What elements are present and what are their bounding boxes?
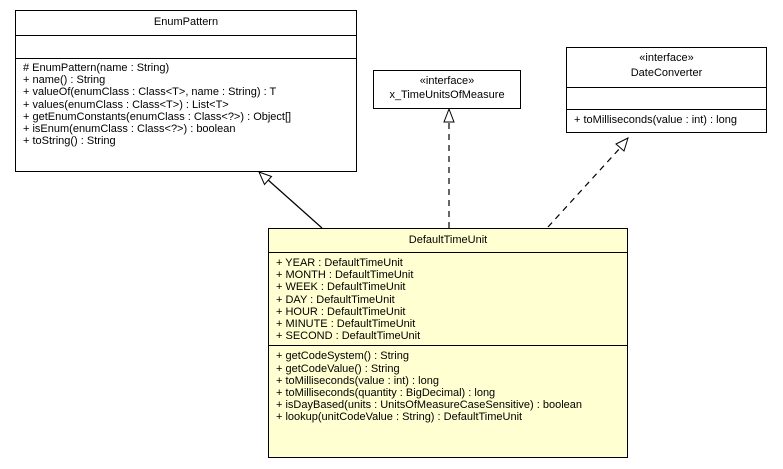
- method-row: + toMilliseconds(quantity : BigDecimal) …: [276, 387, 496, 400]
- class-name: x_TimeUnitsOfMeasure: [389, 89, 505, 101]
- attribute-row: + MONTH : DefaultTimeUnit: [276, 269, 414, 282]
- attribute-row: + SECOND : DefaultTimeUnit: [276, 330, 421, 343]
- method-row: + toMilliseconds(value : int) : long: [276, 374, 439, 387]
- interface-date-converter[interactable]: «interface» DateConverter + toMillisecon…: [566, 47, 767, 133]
- class-enum-pattern[interactable]: EnumPattern # EnumPattern(name : String)…: [15, 10, 357, 172]
- attributes-section: [567, 88, 766, 110]
- attribute-row: + HOUR : DefaultTimeUnit: [276, 305, 406, 318]
- generalization-edge-enum-pattern: [266, 178, 323, 229]
- realization-arrowhead-date-converter: [615, 137, 629, 152]
- method-row: + toMilliseconds(value : int) : long: [574, 114, 737, 126]
- interface-x-time-units-of-measure[interactable]: «interface» x_TimeUnitsOfMeasure: [373, 70, 521, 109]
- attribute-row: + YEAR : DefaultTimeUnit: [276, 257, 403, 269]
- method-row: # EnumPattern(name : String): [23, 62, 170, 74]
- class-header: DefaultTimeUnit: [269, 229, 627, 253]
- method-row: + lookup(unitCodeValue : String) : Defau…: [276, 411, 523, 424]
- methods-section: + toMilliseconds(value : int) : long: [567, 110, 766, 129]
- methods-section: + getCodeSystem() : String+ getCodeValue…: [269, 346, 627, 426]
- attributes-section: [16, 36, 356, 59]
- attributes-section: + YEAR : DefaultTimeUnit+ MONTH : Defaul…: [269, 253, 627, 347]
- class-name: DefaultTimeUnit: [408, 234, 488, 246]
- class-name: DateConverter: [630, 67, 703, 79]
- class-default-time-unit[interactable]: DefaultTimeUnit + YEAR : DefaultTimeUnit…: [268, 228, 628, 458]
- method-row: + isDayBased(units : UnitsOfMeasureCaseS…: [276, 399, 583, 412]
- realization-edge-date-converter: [547, 146, 622, 228]
- method-row: + toString() : String: [23, 135, 116, 148]
- attribute-row: + MINUTE : DefaultTimeUnit: [276, 318, 416, 331]
- class-header: EnumPattern: [16, 11, 356, 36]
- attribute-row: + WEEK : DefaultTimeUnit: [276, 281, 406, 294]
- realization-arrowhead-time-units: [443, 107, 455, 123]
- methods-section: # EnumPattern(name : String)+ name() : S…: [16, 59, 356, 150]
- generalization-arrowhead: [258, 171, 273, 186]
- method-row: + getCodeValue() : String: [276, 362, 400, 375]
- stereotype-label: «interface»: [419, 75, 475, 87]
- class-header: «interface» x_TimeUnitsOfMeasure: [374, 71, 520, 108]
- class-name: EnumPattern: [153, 16, 219, 28]
- class-header: «interface» DateConverter: [567, 48, 766, 88]
- method-row: + getCodeSystem() : String: [276, 350, 409, 363]
- stereotype-label: «interface»: [639, 52, 694, 64]
- method-row: + values(enumClass : Class<T>) : List<T>: [23, 98, 229, 111]
- attribute-row: + DAY : DefaultTimeUnit: [276, 293, 395, 306]
- method-row: + name() : String: [23, 74, 106, 87]
- method-row: + isEnum(enumClass : Class<?>) : boolean: [23, 123, 236, 136]
- method-row: + valueOf(enumClass : Class<T>, name : S…: [23, 86, 277, 99]
- method-row: + getEnumConstants(enumClass : Class<?>)…: [23, 110, 292, 123]
